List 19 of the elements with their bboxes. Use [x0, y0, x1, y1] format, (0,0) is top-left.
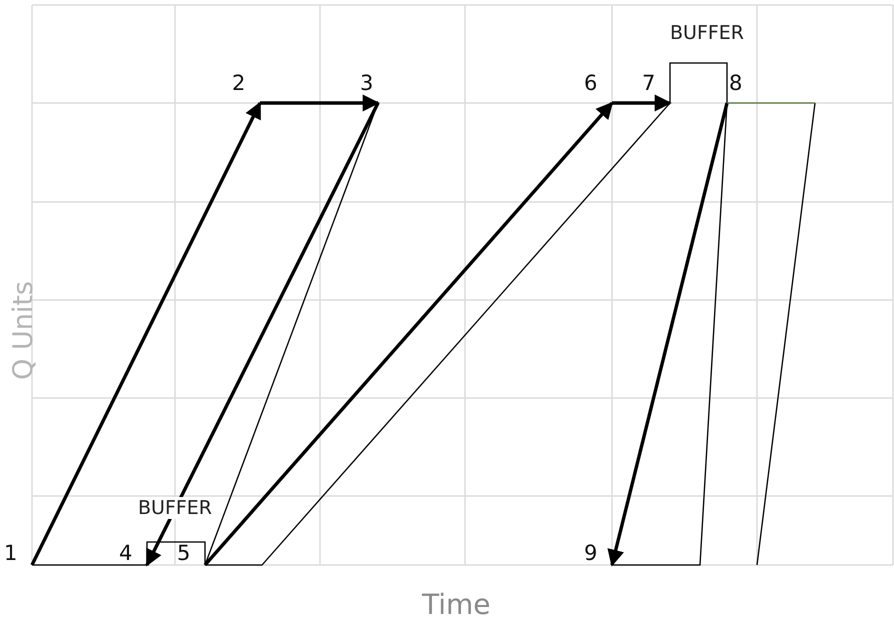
- point-number: 2: [232, 71, 246, 95]
- axis-title: Time: [422, 588, 491, 621]
- point-number: 5: [177, 541, 190, 565]
- point-number: 8: [729, 71, 742, 95]
- axis-title: Q Units: [8, 280, 39, 380]
- line: [727, 102, 815, 104]
- point-number: 4: [119, 541, 132, 565]
- point-number: 9: [584, 541, 598, 565]
- arrow: [145, 102, 380, 567]
- point-number: 1: [4, 541, 18, 565]
- arrow: [612, 94, 672, 112]
- line: [146, 541, 206, 565]
- line: [669, 62, 728, 103]
- arrow: [260, 94, 380, 112]
- point-number: 6: [584, 71, 598, 95]
- point-number: 3: [360, 71, 374, 95]
- arrow: [30, 101, 262, 566]
- point-number: 7: [642, 71, 656, 95]
- line: [32, 564, 147, 566]
